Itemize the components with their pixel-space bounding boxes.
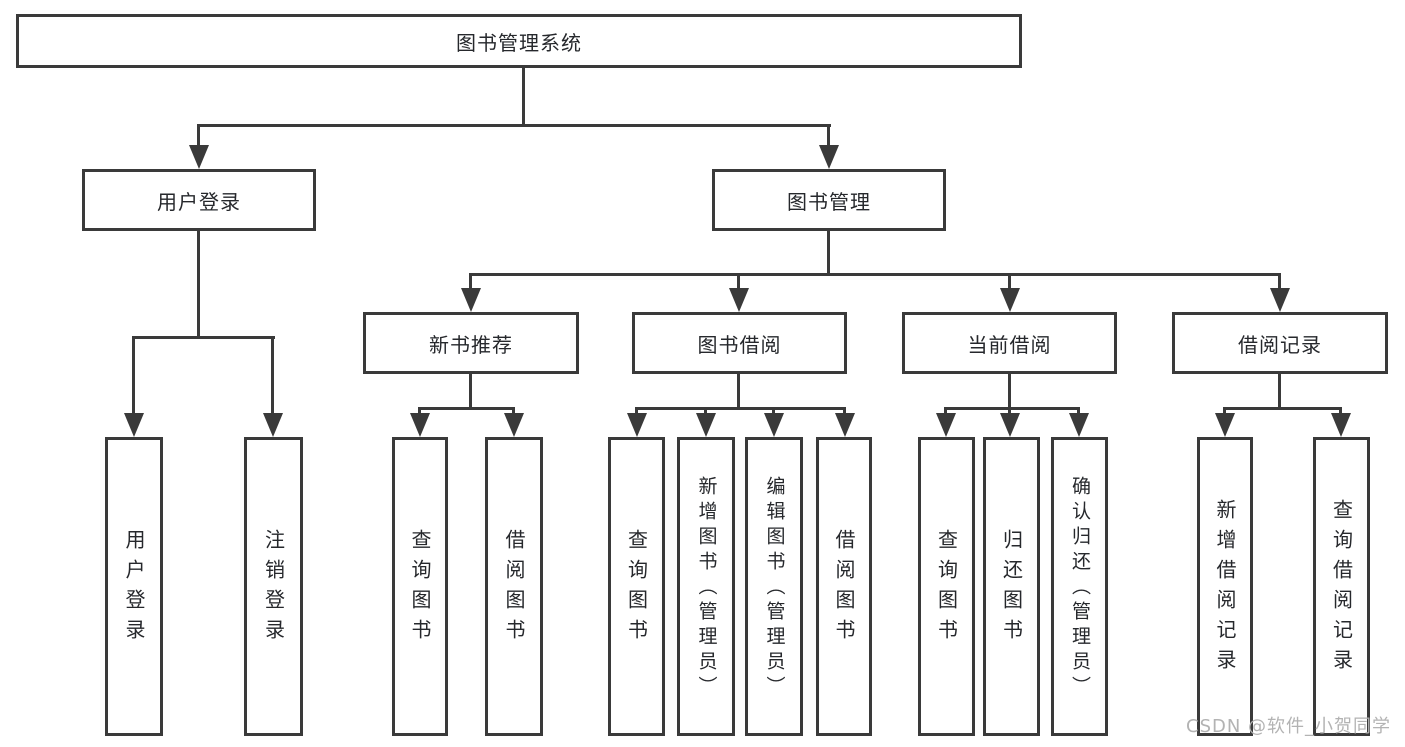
arrow-new-book — [461, 288, 481, 312]
arrow-logout-leaf — [263, 413, 283, 437]
connector-bb-drop — [737, 374, 740, 407]
connector-stem-user-login — [197, 124, 200, 151]
arrow-nbr-borrow — [504, 413, 524, 437]
node-user-login-leaf: 用户登录 — [105, 437, 163, 736]
connector-level2-rail — [198, 124, 831, 127]
connector-mgmt-drop — [827, 231, 830, 273]
node-user-login: 用户登录 — [82, 169, 316, 231]
arrow-user-login-leaf — [124, 413, 144, 437]
csdn-watermark: CSDN @软件_小贺同学 — [1186, 716, 1392, 737]
node-br-query-record: 查询借阅记录 — [1313, 437, 1370, 736]
connector-root-drop — [522, 68, 525, 124]
connector-level3-rail — [469, 273, 1281, 276]
arrow-br-query — [1331, 413, 1351, 437]
node-book-borrowing: 图书借阅 — [632, 312, 847, 374]
connector-user-drop — [197, 231, 200, 336]
connector-user-rail — [133, 336, 275, 339]
node-bb-query-books: 查询图书 — [608, 437, 665, 736]
connector-br-rail — [1223, 407, 1341, 410]
arrow-nbr-query — [410, 413, 430, 437]
node-br-add-record: 新增借阅记录 — [1197, 437, 1253, 736]
arrow-book-management — [819, 145, 839, 169]
connector-stem-borrowing-records — [1278, 273, 1281, 294]
arrow-book-borrowing — [729, 288, 749, 312]
connector-stem-book-borrowing — [737, 273, 740, 294]
connector-cb-rail — [944, 407, 1080, 410]
connector-nbr-drop — [469, 374, 472, 407]
arrow-cb-confirm — [1069, 413, 1089, 437]
arrow-cb-return — [1000, 413, 1020, 437]
node-new-book-recommend: 新书推荐 — [363, 312, 579, 374]
arrow-bb-add — [696, 413, 716, 437]
connector-nbr-rail — [418, 407, 515, 410]
node-bb-add-books-admin: 新增图书（管理员） — [677, 437, 735, 736]
node-book-management-system: 图书管理系统 — [16, 14, 1022, 68]
node-cb-confirm-return-admin: 确认归还（管理员） — [1051, 437, 1108, 736]
node-nbr-query-books: 查询图书 — [392, 437, 448, 736]
node-current-borrowing: 当前借阅 — [902, 312, 1117, 374]
node-book-management: 图书管理 — [712, 169, 946, 231]
node-nbr-borrow-books: 借阅图书 — [485, 437, 543, 736]
arrow-bb-edit — [764, 413, 784, 437]
node-borrowing-records: 借阅记录 — [1172, 312, 1388, 374]
arrow-bb-query — [627, 413, 647, 437]
connector-stem-logout-leaf — [271, 336, 274, 419]
node-cb-return-books: 归还图书 — [983, 437, 1040, 736]
arrow-borrowing-records — [1270, 288, 1290, 312]
connector-stem-current-borrowing — [1008, 273, 1011, 294]
node-logout-leaf: 注销登录 — [244, 437, 303, 736]
connector-br-drop — [1278, 374, 1281, 408]
node-cb-query-books: 查询图书 — [918, 437, 975, 736]
arrow-bb-borrow — [835, 413, 855, 437]
node-bb-edit-books-admin: 编辑图书（管理员） — [745, 437, 803, 736]
node-bb-borrow-books: 借阅图书 — [816, 437, 872, 736]
arrow-user-login — [189, 145, 209, 169]
connector-cb-drop — [1008, 374, 1011, 407]
arrow-cb-query — [936, 413, 956, 437]
connector-stem-new-book — [469, 273, 472, 294]
connector-stem-book-management — [827, 124, 830, 151]
arrow-br-add — [1215, 413, 1235, 437]
connector-stem-user-login-leaf — [132, 336, 135, 419]
connector-bb-rail — [635, 407, 846, 410]
arrow-current-borrowing — [1000, 288, 1020, 312]
